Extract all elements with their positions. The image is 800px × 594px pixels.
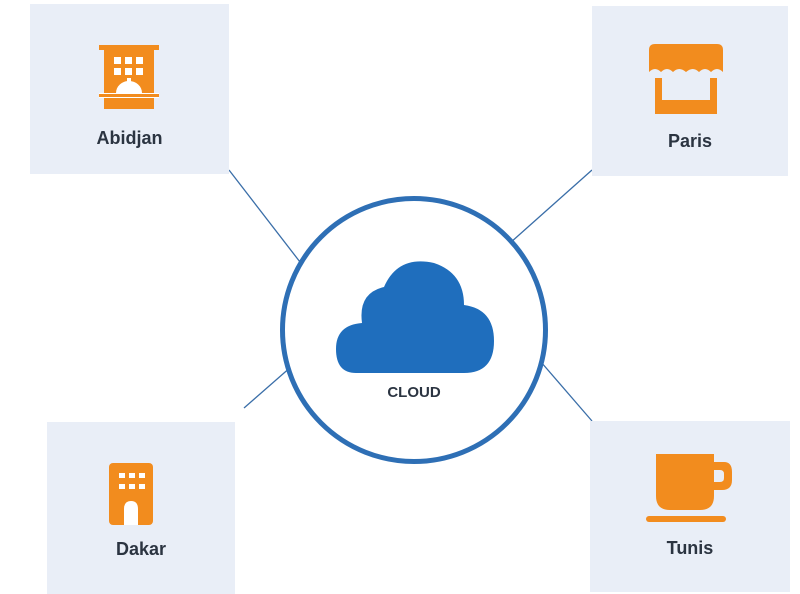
location-node-dakar[interactable]: Dakar (47, 422, 235, 594)
location-node-abidjan[interactable]: Abidjan (30, 4, 229, 174)
location-node-paris[interactable]: Paris (592, 6, 788, 176)
node-label: Tunis (666, 538, 714, 558)
storefront-icon (649, 44, 723, 114)
office-building-icon (109, 463, 153, 525)
connector-abidjan (228, 169, 301, 263)
connector-paris (509, 169, 593, 244)
connector-dakar (243, 365, 293, 409)
cloud-icon (336, 261, 494, 373)
node-label: Dakar (115, 539, 167, 559)
location-node-tunis[interactable]: Tunis (590, 421, 790, 592)
node-label: Paris (667, 131, 713, 151)
coffee-cup-icon (646, 454, 732, 522)
cloud-hub[interactable]: CLOUD (280, 196, 548, 464)
hotel-building-icon (99, 45, 159, 109)
node-label: Abidjan (96, 128, 163, 148)
connector-tunis (540, 361, 593, 422)
hub-label: CLOUD (387, 384, 441, 401)
